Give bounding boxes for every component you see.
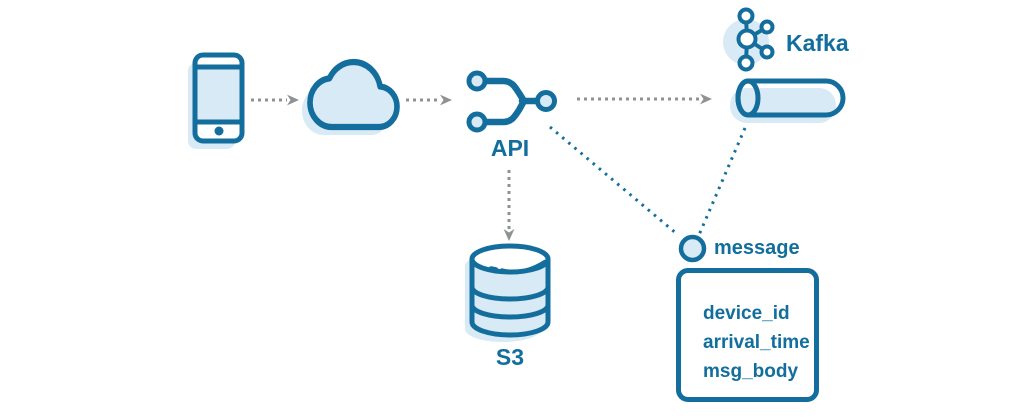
message-label: message xyxy=(714,237,800,259)
arrow-api-to-topic xyxy=(577,93,712,105)
arrowhead-icon xyxy=(503,229,515,241)
dotted-line-topic-to-message xyxy=(697,127,747,236)
database-icon xyxy=(465,243,551,342)
message-fields-box: device_id arrival_time msg_body xyxy=(676,268,819,402)
api-node xyxy=(458,60,568,145)
pipe-icon xyxy=(730,78,846,123)
kafka-node xyxy=(718,0,782,78)
api-label: API xyxy=(490,135,530,161)
arrow-cloud-to-api xyxy=(406,94,452,106)
topic-pipe-node xyxy=(722,74,862,140)
message-field-msg-body: msg_body xyxy=(703,361,799,382)
arrow-api-to-s3 xyxy=(503,170,515,241)
cloud-node xyxy=(298,50,410,142)
message-field-device-id: device_id xyxy=(703,303,790,324)
arrowhead-icon xyxy=(287,94,299,106)
s3-node xyxy=(455,238,565,350)
kafka-label: Kafka xyxy=(786,30,849,56)
smartphone-icon xyxy=(188,52,245,149)
message-node xyxy=(676,232,710,266)
message-circle-icon xyxy=(678,234,707,263)
kafka-logo-icon xyxy=(723,7,775,72)
arrowhead-icon xyxy=(700,93,712,105)
phone-node xyxy=(182,48,254,156)
arrow-phone-to-cloud xyxy=(251,94,299,106)
arrowhead-icon xyxy=(440,94,452,106)
api-branch-icon xyxy=(466,70,557,133)
cloud-icon xyxy=(302,58,400,135)
message-field-arrival-time: arrival_time xyxy=(703,332,810,353)
message-field-list: device_id arrival_time msg_body xyxy=(703,299,814,386)
dotted-line-api-to-message xyxy=(549,125,678,236)
s3-label: S3 xyxy=(495,344,525,370)
